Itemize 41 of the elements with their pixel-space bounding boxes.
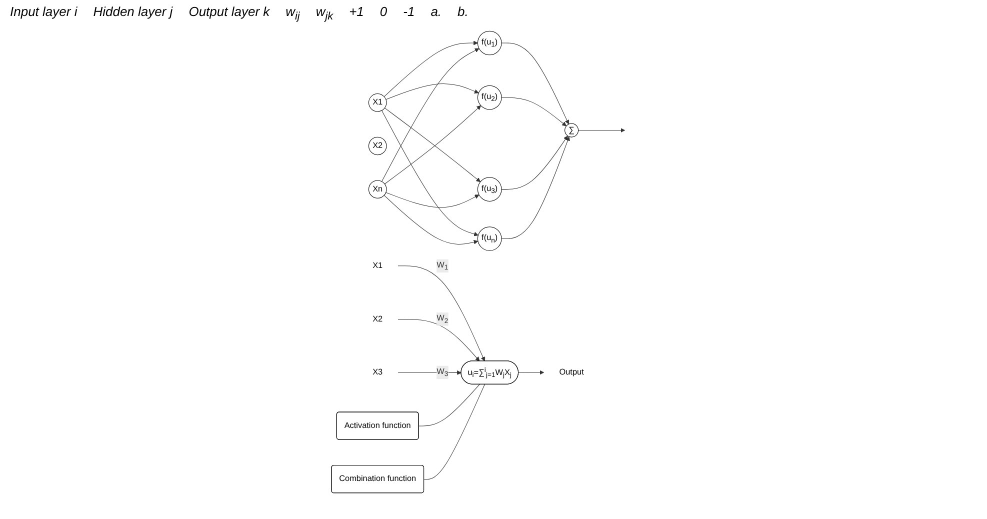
label-text: w$_{ij}$	[286, 4, 300, 23]
node-circle: f(u$_{2}$)	[477, 84, 502, 110]
arrow	[382, 48, 480, 182]
arrow	[398, 318, 480, 361]
node-circle: f(u$_{n}$)	[477, 226, 502, 250]
arrow	[518, 370, 544, 374]
node-circle: Xn	[368, 180, 387, 198]
arrow	[386, 83, 479, 100]
node-circle: X2	[368, 136, 387, 155]
label-text: 0	[380, 4, 388, 21]
connector	[418, 384, 480, 426]
label-text: w$_{jk}$	[316, 4, 334, 23]
node-text: X2	[372, 314, 383, 323]
label-text: Input layer i	[10, 4, 78, 21]
node-text: X1	[372, 260, 383, 270]
edge-label: W$_{1}$	[436, 260, 448, 271]
node-circle: ∑	[564, 122, 579, 137]
label-text: Hidden layer j	[93, 4, 173, 21]
arrow	[386, 192, 480, 208]
arrow	[384, 40, 478, 96]
label-text: Output layer k	[188, 4, 270, 21]
label-text: a.	[430, 4, 442, 21]
arrow	[578, 128, 626, 132]
label-text: +1	[349, 4, 364, 21]
arrow	[501, 136, 570, 239]
arrow	[382, 110, 478, 236]
node-text: Output	[559, 367, 584, 376]
label-text: b.	[458, 4, 468, 21]
arrow	[501, 96, 566, 126]
arrow	[501, 135, 568, 190]
connector	[424, 384, 485, 480]
node-text: X3	[372, 367, 383, 376]
node-circle: X1	[368, 93, 387, 112]
arrow	[384, 194, 478, 244]
arrow	[398, 265, 486, 361]
node-circle: f(u$_{1}$)	[477, 30, 502, 55]
label-text: -1	[403, 4, 415, 21]
edge-label: W$_{2}$	[436, 314, 448, 324]
arrow	[501, 42, 570, 124]
edge-label: W$_{3}$	[436, 366, 448, 378]
node-circle: f(u$_{3}$)	[477, 176, 502, 202]
